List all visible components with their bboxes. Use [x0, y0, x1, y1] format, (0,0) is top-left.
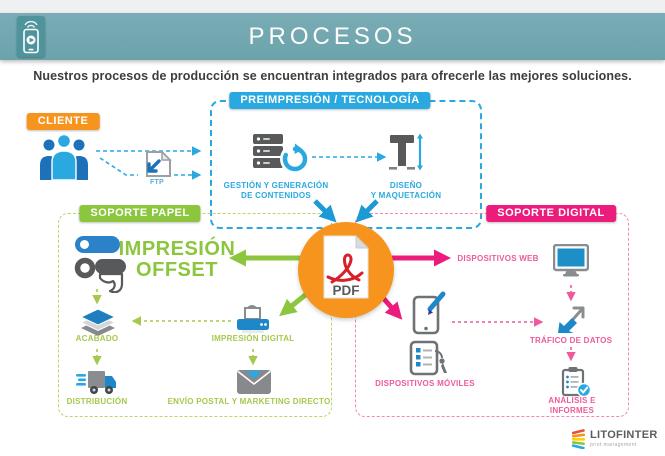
- tag-soporte-papel: SOPORTE PAPEL: [79, 205, 201, 222]
- page-title: PROCESOS: [248, 23, 417, 50]
- finishing-stack-icon: [79, 306, 117, 343]
- top-strip: [0, 0, 665, 14]
- label-analisis-informes: ANÁLISIS E INFORMES: [548, 396, 596, 416]
- mail-envelope-icon: [237, 370, 271, 399]
- monitor-icon: [552, 243, 590, 282]
- tag-cliente: CLIENTE: [26, 113, 100, 130]
- brand-stack-icon: [571, 429, 585, 449]
- label-acabado: ACABADO: [75, 334, 119, 343]
- pdf-hub: PDF: [298, 222, 394, 318]
- label-trafico-datos: TRÁFICO DE DATOS: [529, 336, 613, 345]
- report-clipboard-check-icon: [560, 366, 592, 403]
- data-traffic-arrows-icon: [556, 303, 590, 340]
- label-impresion-digital: IMPRESIÓN DIGITAL: [211, 334, 295, 343]
- tablet-pen-icon: [408, 291, 450, 342]
- clients-group-icon: [36, 132, 92, 189]
- mobile-touch-icon: [409, 340, 451, 381]
- text-layout-icon: [388, 133, 424, 176]
- label-gestion: GESTIÓN Y GENERACIÓN DE CONTENIDOS: [223, 181, 329, 201]
- brand-logo: LITOFINTER print management: [571, 429, 658, 449]
- brand-name: LITOFINTER: [590, 429, 658, 441]
- intro-text: Nuestros procesos de producción se encue…: [33, 69, 632, 83]
- label-envio-postal: ENVÍO POSTAL Y MARKETING DIRECTO: [167, 397, 331, 406]
- pdf-label: PDF: [333, 283, 360, 298]
- offset-press-icon: [73, 231, 127, 298]
- smartphone-play-icon: [17, 16, 45, 57]
- digital-printer-icon: [235, 303, 271, 340]
- delivery-truck-icon: [76, 368, 118, 403]
- content-server-refresh-icon: [251, 131, 313, 182]
- tag-soporte-digital: SOPORTE DIGITAL: [486, 205, 616, 222]
- label-dispositivos-moviles: DISPOSITIVOS MÓVILES: [375, 379, 475, 388]
- label-dispositivos-web: DISPOSITIVOS WEB: [457, 254, 539, 263]
- brand-tagline: print management: [590, 442, 637, 448]
- pdf-document-icon: PDF: [323, 234, 370, 299]
- header-bar: PROCESOS: [0, 13, 665, 60]
- tag-preimpresion: PREIMPRESIÓN / TECNOLOGÍA: [229, 92, 431, 109]
- label-diseno: DISEÑO Y MAQUETACIÓN: [370, 181, 442, 201]
- ftp-upload-icon: [140, 150, 174, 183]
- label-impresion-offset: IMPRESIÓN OFFSET: [118, 238, 236, 281]
- label-distribucion: DISTRIBUCIÓN: [66, 397, 128, 406]
- label-ftp: FTP: [150, 179, 164, 186]
